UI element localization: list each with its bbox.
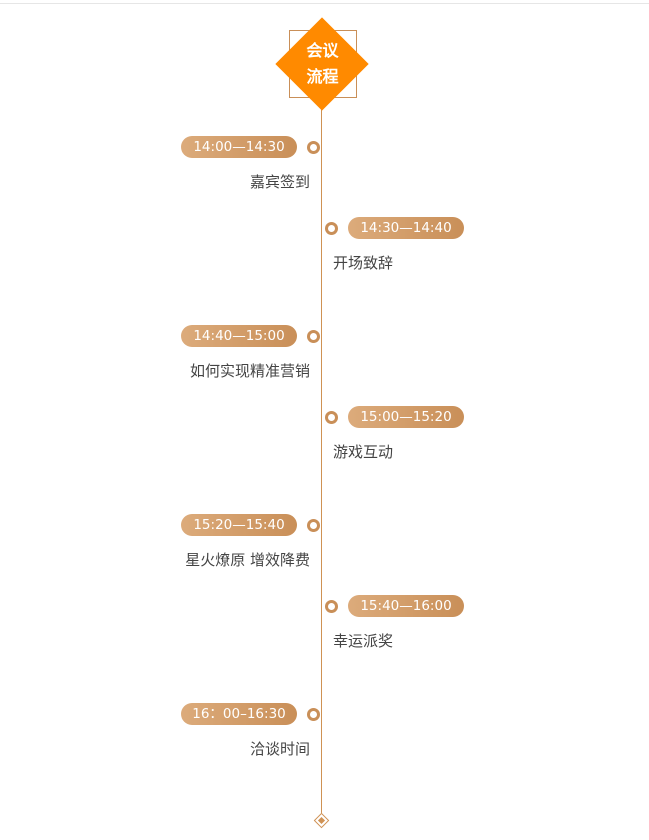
timeline-line bbox=[321, 100, 322, 818]
top-divider bbox=[0, 3, 649, 4]
agenda-item-label: 开场致辞 bbox=[333, 254, 394, 272]
time-badge: 15:20—15:40 bbox=[181, 514, 297, 536]
title-line-1: 会议 bbox=[306, 41, 339, 60]
time-badge: 14:00—14:30 bbox=[181, 136, 297, 158]
timeline-dot-icon bbox=[325, 222, 338, 235]
agenda-item-label: 洽谈时间 bbox=[249, 740, 310, 758]
time-badge: 14:30—14:40 bbox=[348, 217, 464, 239]
timeline-dot-icon bbox=[307, 141, 320, 154]
timeline-dot-icon bbox=[307, 708, 320, 721]
timeline-dot-icon bbox=[325, 411, 338, 424]
time-badge: 14:40—15:00 bbox=[181, 325, 297, 347]
agenda-item-label: 嘉宾签到 bbox=[249, 173, 310, 191]
page-title: 会议 流程 bbox=[289, 38, 356, 90]
time-badge: 15:40—16:00 bbox=[348, 595, 464, 617]
title-line-2: 流程 bbox=[306, 67, 339, 86]
agenda-item-label: 如何实现精准营销 bbox=[189, 362, 310, 380]
timeline-dot-icon bbox=[325, 600, 338, 613]
agenda-item-label: 幸运派奖 bbox=[333, 632, 394, 650]
agenda-item-label: 游戏互动 bbox=[333, 443, 394, 461]
timeline-dot-icon bbox=[307, 330, 320, 343]
agenda-item-label: 星火燎原 增效降费 bbox=[185, 551, 310, 569]
timeline-dot-icon bbox=[307, 519, 320, 532]
time-badge: 15:00—15:20 bbox=[348, 406, 464, 428]
time-badge: 16：00–16:30 bbox=[181, 703, 297, 725]
timeline-end-diamond-icon bbox=[313, 812, 330, 829]
